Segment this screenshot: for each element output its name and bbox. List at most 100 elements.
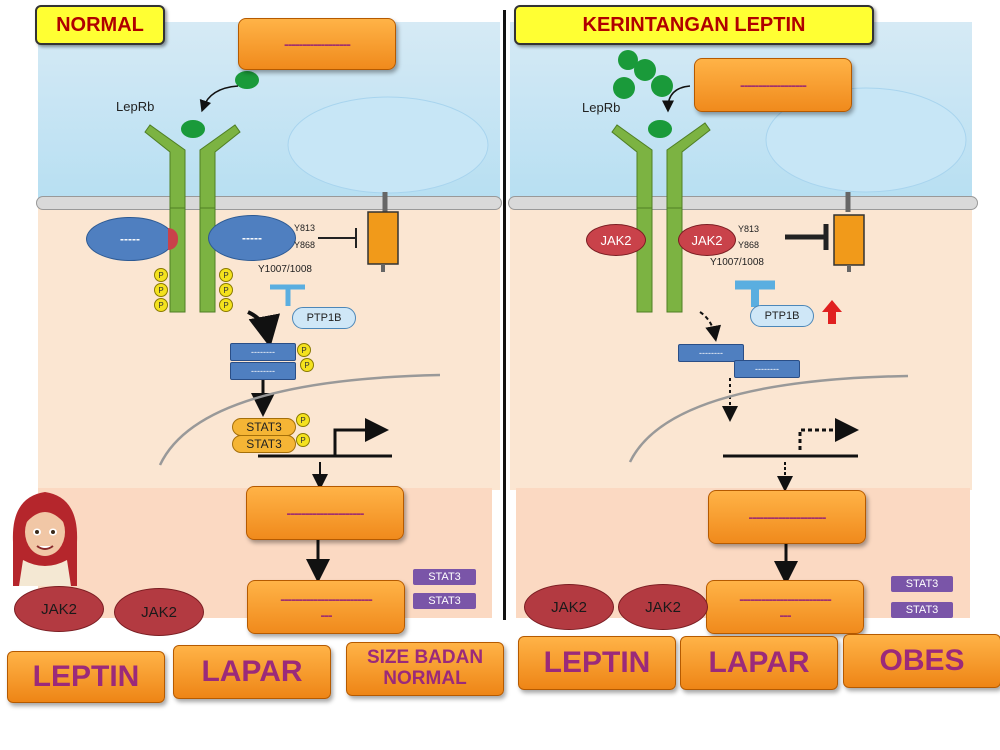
left-jak-blank-2-text: ----- (242, 231, 262, 245)
left-y868: Y868 (294, 240, 316, 250)
right-bottom-blank-line2: --- (779, 607, 792, 623)
p-text: P (223, 270, 229, 280)
right-title: KERINTANGAN LEPTIN (514, 5, 874, 45)
answer-leptin-1-text: LEPTIN (32, 660, 140, 693)
p-text: P (300, 435, 306, 445)
left-jak2-token-a[interactable]: JAK2 (14, 586, 104, 632)
right-top-blank-text: ------------------ (740, 77, 807, 93)
left-jak-blank-1-text: ----- (120, 232, 140, 246)
answer-size-line2: NORMAL (383, 668, 467, 689)
right-ptp1b-text: PTP1B (764, 310, 800, 322)
right-bottom-blank-box[interactable]: ------------------------- --- (706, 580, 864, 634)
right-tag-stat3-1[interactable]: STAT3 (891, 576, 953, 592)
left-bottom-blank-line1: ------------------------- (280, 591, 373, 607)
right-tag-stat3-2-text: STAT3 (905, 604, 939, 616)
left-stat3-b: STAT3 (232, 435, 296, 453)
left-p-5: P (219, 283, 233, 297)
right-socs3-block (833, 214, 865, 266)
right-top-blank-box[interactable]: ------------------ (694, 58, 852, 112)
left-y1007: Y1007/1008 (258, 264, 312, 275)
left-title: NORMAL (35, 5, 165, 45)
answer-lapar-1[interactable]: LAPAR (173, 645, 331, 699)
right-jak2-token-d[interactable]: JAK2 (618, 584, 708, 630)
answer-leptin-1[interactable]: LEPTIN (7, 651, 165, 703)
left-stat3-a: STAT3 (232, 418, 296, 436)
answer-lapar-2-text: LAPAR (708, 646, 810, 679)
p-text: P (223, 285, 229, 295)
p-text: P (158, 300, 164, 310)
left-bottom-blank-line2: --- (320, 607, 333, 623)
right-blue-rect-1[interactable]: -------- (678, 344, 744, 362)
left-jak2-token-a-text: JAK2 (41, 600, 77, 618)
left-p-6: P (219, 298, 233, 312)
left-leptin-bound (181, 120, 205, 138)
answer-lapar-2[interactable]: LAPAR (680, 636, 838, 690)
left-p-4: P (219, 268, 233, 282)
red-up-arrow-icon (822, 300, 842, 324)
left-ptp1b: PTP1B (292, 307, 356, 329)
right-jak2-a: JAK2 (586, 224, 646, 256)
left-jak2-token-b[interactable]: JAK2 (114, 588, 204, 636)
right-title-text: KERINTANGAN LEPTIN (582, 13, 806, 36)
left-top-blank-text: ------------------ (284, 36, 351, 52)
right-jak2-token-c[interactable]: JAK2 (524, 584, 614, 630)
left-p-1: P (154, 268, 168, 282)
left-adipocyte-circle (287, 96, 489, 194)
answer-size-badan-normal[interactable]: SIZE BADAN NORMAL (346, 642, 504, 696)
right-bottom-blank-line1: ------------------------- (739, 591, 832, 607)
p-text: P (301, 345, 307, 355)
answer-leptin-2[interactable]: LEPTIN (518, 636, 676, 690)
left-tag-stat3-1-text: STAT3 (428, 571, 461, 583)
left-stat3-b-text: STAT3 (246, 437, 282, 451)
left-jak-red-peek (168, 228, 178, 250)
left-blue-rect-2[interactable]: -------- (230, 362, 296, 380)
right-blue-rect-1-text: -------- (699, 348, 723, 358)
answer-obes-text: OBES (879, 644, 965, 677)
right-y868: Y868 (738, 240, 760, 250)
p-text: P (223, 300, 229, 310)
answer-leptin-2-text: LEPTIN (543, 646, 651, 679)
left-mid-blank-box[interactable]: --------------------- (246, 486, 404, 540)
right-adipocyte-circle (765, 87, 967, 193)
left-tag-stat3-2-text: STAT3 (428, 595, 461, 607)
right-jak2-token-c-text: JAK2 (551, 598, 587, 616)
right-mid-blank-text: --------------------- (748, 509, 827, 525)
left-blue-rect-1[interactable]: -------- (230, 343, 296, 361)
left-title-text: NORMAL (56, 13, 144, 36)
left-top-blank-box[interactable]: ------------------ (238, 18, 396, 70)
right-ptp1b: PTP1B (750, 305, 814, 327)
left-jak2-token-b-text: JAK2 (141, 603, 177, 621)
right-blue-rect-2[interactable]: -------- (734, 360, 800, 378)
p-text: P (158, 285, 164, 295)
answer-size-line1: SIZE BADAN (366, 647, 484, 669)
right-leptin-cluster (613, 50, 673, 99)
right-tag-stat3-2[interactable]: STAT3 (891, 602, 953, 618)
left-tag-stat3-1[interactable]: STAT3 (413, 569, 476, 585)
avatar (12, 492, 78, 586)
right-mid-blank-box[interactable]: --------------------- (708, 490, 866, 544)
p-text: P (300, 415, 306, 425)
left-p-2: P (154, 283, 168, 297)
right-tag-stat3-1-text: STAT3 (905, 578, 939, 590)
left-y813: Y813 (294, 223, 316, 233)
left-bottom-blank-box[interactable]: ------------------------- --- (247, 580, 405, 634)
panel-divider (503, 10, 506, 620)
left-ptp1b-text: PTP1B (306, 312, 342, 324)
right-y1007: Y1007/1008 (710, 257, 764, 268)
left-blue-rect-2-text: -------- (251, 366, 275, 376)
left-stat3-p-2: P (296, 433, 310, 447)
left-jak-blank-1[interactable]: ----- (86, 217, 174, 261)
right-receptor-label: LepRb (582, 100, 621, 115)
answer-obes[interactable]: OBES (843, 634, 1000, 688)
left-blue-rect-1-text: -------- (251, 347, 275, 357)
left-tag-stat3-2[interactable]: STAT3 (413, 593, 476, 609)
p-text: P (304, 360, 310, 370)
answer-lapar-1-text: LAPAR (201, 655, 303, 688)
right-jak2-b: JAK2 (678, 224, 736, 256)
left-jak-blank-2[interactable]: ----- (208, 215, 296, 261)
right-y813: Y813 (738, 224, 760, 234)
right-jak2-token-d-text: JAK2 (645, 598, 681, 616)
right-jak2-b-text: JAK2 (691, 232, 723, 248)
right-leprb-receptor (611, 122, 711, 313)
